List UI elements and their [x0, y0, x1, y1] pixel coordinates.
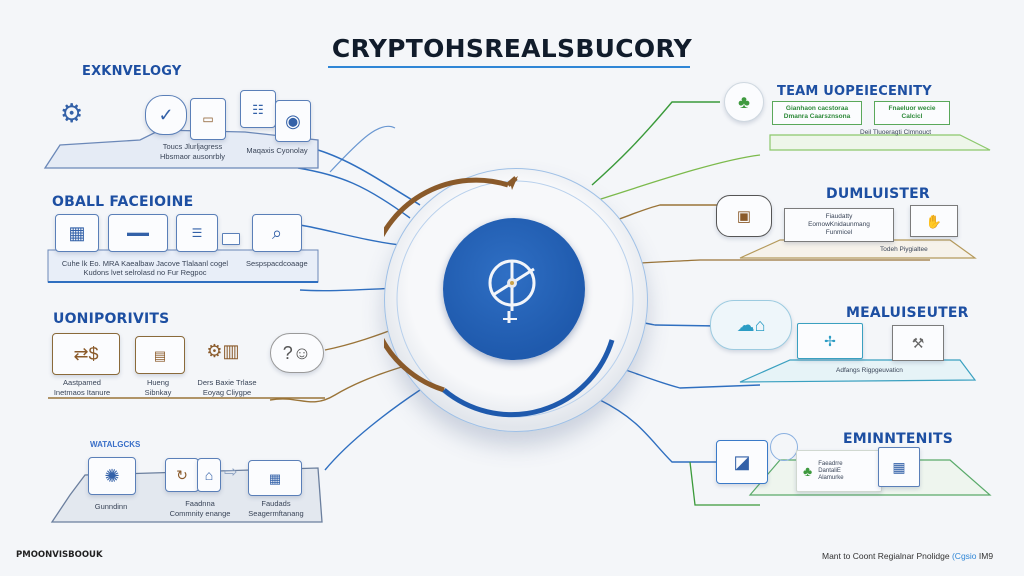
- spreadsheet-icon: ▦: [892, 459, 906, 475]
- coin-exchange-icon: ⇄$: [73, 344, 99, 364]
- search-card[interactable]: ⌕: [252, 214, 302, 252]
- section-title-watalgcks: WATALGCKS: [90, 440, 141, 449]
- section-title-uoniporivits: UONIPORIVITS: [53, 311, 170, 327]
- search-icon: ⌕: [271, 223, 283, 243]
- handshake-card[interactable]: ✋: [910, 205, 958, 237]
- ship-wheel-icon: [488, 259, 536, 323]
- machinery-figure: ⚙▥: [200, 333, 246, 369]
- caption: Aastpamed Inetmaos Itanure: [53, 378, 111, 397]
- question-bubble-card[interactable]: ?☺: [270, 333, 324, 373]
- caption: Faadnna Commnity enange: [169, 499, 231, 518]
- globe-card[interactable]: ◉: [275, 100, 311, 142]
- tool-panel-icon: ▣: [736, 207, 752, 225]
- form-icon: ☰: [191, 226, 203, 240]
- network-graph-icon: ✢: [824, 333, 836, 349]
- plant-grid-icon: ♣: [803, 463, 813, 479]
- caption: Maqaxis Cyonolay: [246, 146, 308, 155]
- chip-card[interactable]: ▭: [190, 98, 226, 140]
- cloud-building-card[interactable]: ☁⌂: [710, 300, 792, 350]
- page-title: CRYPTOHSREALSBUCORY: [331, 34, 693, 63]
- ledger-icon: ▦: [268, 470, 282, 486]
- calendar-icon: ▦: [68, 223, 86, 243]
- document-card[interactable]: ☷: [240, 90, 276, 128]
- photo-frame-icon: ◪: [733, 452, 751, 472]
- small-screen-card: [222, 233, 240, 245]
- footer-note-text: Mant to Coont Regialnar Pnolidge: [822, 551, 950, 561]
- spreadsheet-card[interactable]: ▦: [878, 447, 920, 487]
- house-card[interactable]: ⌂: [197, 458, 221, 492]
- hub-ring: [384, 176, 634, 418]
- info-box[interactable]: Fiaudatty EomowKnidaunmang Funmicel: [784, 208, 894, 242]
- caption: Deil Tluoeragti Clmnouct: [860, 129, 932, 136]
- title-underline: [328, 66, 690, 68]
- check-bubble-card[interactable]: ✓: [145, 95, 187, 135]
- dashboard-icon: ▬▬: [127, 226, 149, 239]
- info-box[interactable]: Fnaeluor wecie Calcicl: [874, 101, 950, 125]
- coin-exchange-card[interactable]: ⇄$: [52, 333, 120, 375]
- caption: Todeh Piygialtee: [880, 246, 928, 253]
- plant-grid-card[interactable]: ♣ Faeadrre DantaliE Alamurke: [796, 450, 882, 492]
- tool-panel-card[interactable]: ▣: [716, 195, 772, 237]
- check-bubble-icon: ✓: [158, 105, 174, 125]
- caption: Sespspacdcoaage: [246, 259, 308, 268]
- tools-card[interactable]: ⚒: [892, 325, 944, 361]
- refresh-icon: ↻: [176, 467, 188, 483]
- footer-note-tail: IM9: [978, 551, 994, 561]
- tools-icon: ⚒: [911, 335, 925, 351]
- section-title-eminntenits: EMINNTENITS: [843, 431, 954, 447]
- dashboard-card[interactable]: ▬▬: [108, 214, 168, 252]
- footer-note: Mant to Coont Regialnar Pnolidge (Cgsio …: [822, 551, 993, 561]
- footer-brand: PMOONVISBOOUK: [16, 550, 103, 560]
- plant-pot-card[interactable]: ♣: [724, 82, 764, 122]
- refresh-card[interactable]: ↻: [165, 458, 199, 492]
- caption: Adfangs Rigpgeuvaticn: [836, 367, 903, 374]
- caption: Hueng Sibnkay: [144, 378, 172, 397]
- chip-card-icon: ▭: [202, 112, 214, 126]
- info-box[interactable]: Gianhaon cacstoraa Dmanra Caarsznsona: [772, 101, 862, 125]
- caption: Faudads Seagermftanang: [248, 499, 304, 518]
- circle-connector: [770, 433, 798, 461]
- caption: Toucs Jlurljagress Hbsmaor ausonrbly: [159, 142, 226, 161]
- ledger-card[interactable]: ▦: [248, 460, 302, 496]
- chart-board-icon: ▤: [153, 347, 167, 363]
- handshake-icon: ✋: [925, 213, 943, 229]
- network-graph-card[interactable]: ✢: [797, 323, 863, 359]
- hub-core[interactable]: [443, 218, 585, 360]
- network-icon: ⚙: [60, 98, 84, 128]
- machinery-icon: ⚙▥: [206, 341, 240, 361]
- caption: Kudons lvet selrolasd no Fur Regpoc: [83, 268, 207, 277]
- section-title-mealuiseuter: MEALUISEUTER: [846, 305, 969, 321]
- house-icon: ⌂: [204, 467, 214, 483]
- section-title-oball-faceioine: OBALL FACEIOINE: [52, 194, 194, 210]
- plant-pot-icon: ♣: [738, 92, 750, 112]
- globe-icon: ◉: [285, 111, 301, 131]
- document-icon: ☷: [252, 101, 264, 117]
- section-title-exknvelogy: EXKNVELOGY: [82, 64, 182, 79]
- chart-board-card[interactable]: ▤: [135, 336, 185, 374]
- caption: Ders Baxie Trlase Eoyag Cliygpe: [197, 378, 257, 397]
- brain-icon: ✺: [104, 466, 120, 486]
- section-title-dumluister: DUMLUISTER: [826, 186, 930, 202]
- brain-card[interactable]: ✺: [88, 457, 136, 495]
- calendar-card[interactable]: ▦: [55, 214, 99, 252]
- question-bubble-icon: ?☺: [282, 343, 312, 363]
- section-title-team-uopeiecenity: TEAM UOPEIECENITY: [777, 84, 932, 99]
- caption: Gunndinn: [94, 502, 128, 511]
- footer-note-accent[interactable]: (Cgsio: [951, 551, 977, 561]
- form-card[interactable]: ☰: [176, 214, 218, 252]
- cloud-building-icon: ☁⌂: [736, 315, 766, 335]
- arrow-right-icon: ⇨: [224, 464, 238, 481]
- caption: Cuhe lk Eo. MRA Kaealbaw Jacove Tlalaanl…: [61, 259, 229, 268]
- photo-frame-card[interactable]: ◪: [716, 440, 768, 484]
